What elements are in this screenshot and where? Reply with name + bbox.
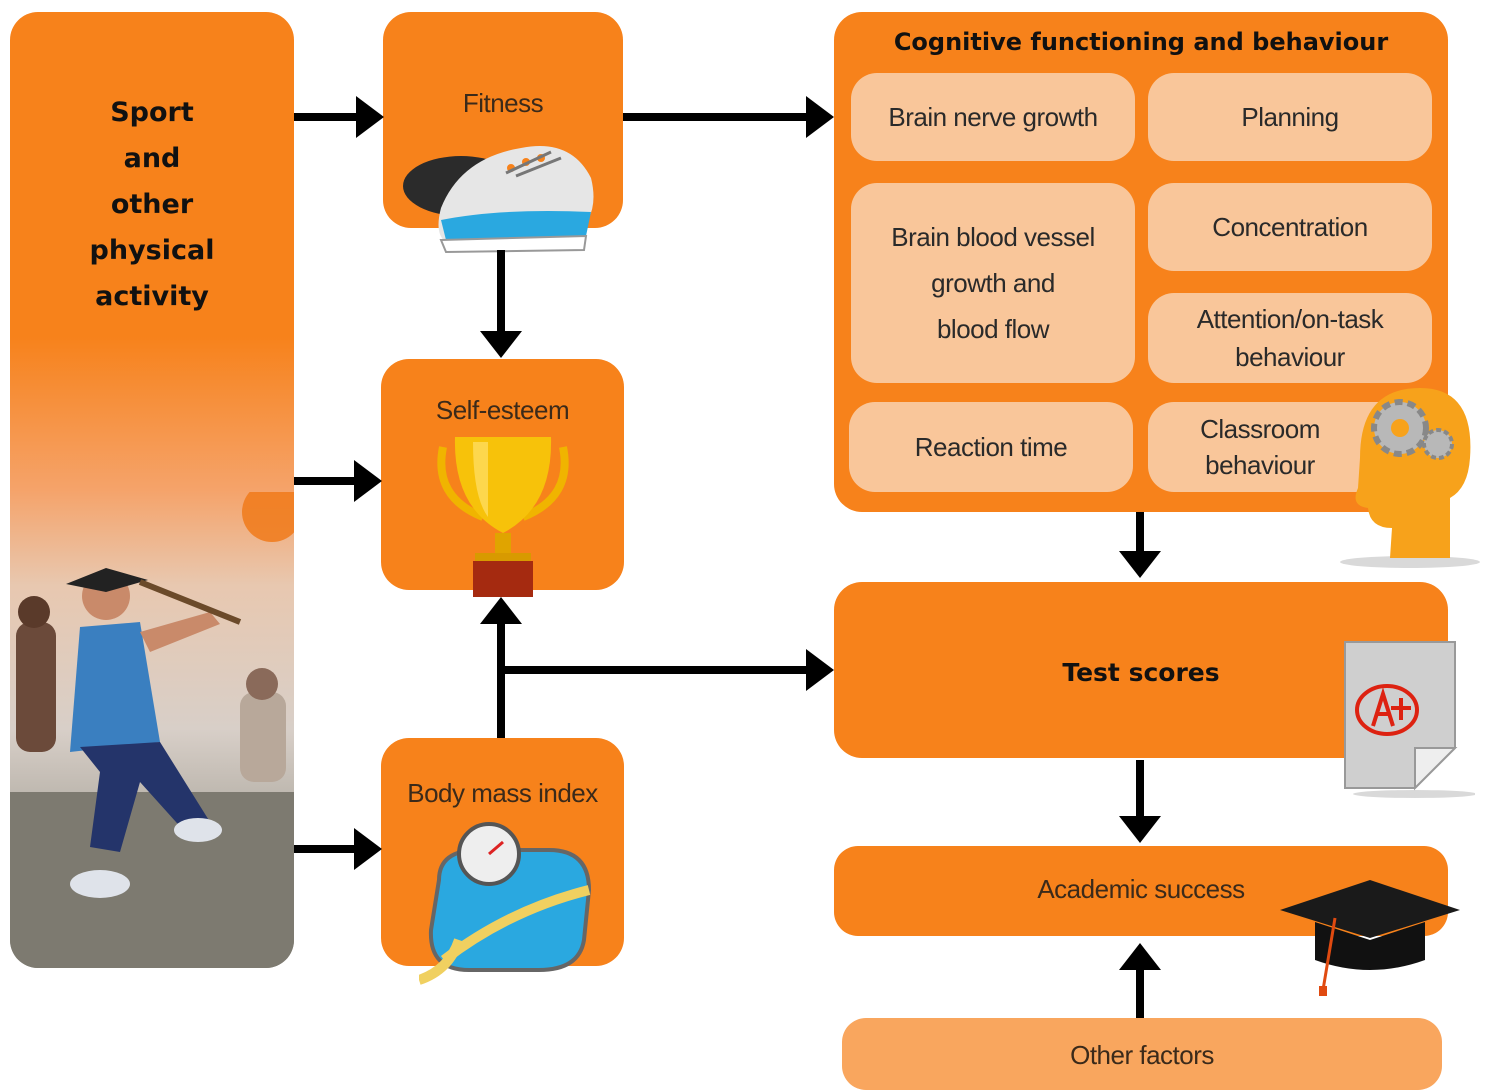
attention-line: Attention/on-task xyxy=(1196,304,1384,334)
fitness-label: Fitness xyxy=(462,88,544,118)
sport-activity-panel: Sport and other physical activity xyxy=(10,12,294,968)
arrowhead xyxy=(1119,551,1161,578)
other-factors-label: Other factors xyxy=(1070,1040,1214,1070)
title-line: other xyxy=(110,189,194,220)
self-esteem-box: Self-esteem xyxy=(381,359,624,597)
blood-vessel-line: blood flow xyxy=(936,314,1050,344)
arrowhead xyxy=(806,96,834,138)
arrowhead xyxy=(806,649,834,691)
fitness-box: Fitness xyxy=(383,12,623,254)
arrowhead xyxy=(354,460,382,502)
cognitive-title: Cognitive functioning and behaviour xyxy=(893,28,1389,56)
title-line: activity xyxy=(95,281,209,312)
brain-nerve-growth: Brain nerve growth xyxy=(851,73,1135,161)
arrowhead xyxy=(1119,943,1161,970)
reaction-time: Reaction time xyxy=(849,402,1133,492)
blood-vessel-line: growth and xyxy=(931,268,1055,298)
blood-vessel-line: Brain blood vessel xyxy=(891,222,1095,252)
bmi-label: Body mass index xyxy=(407,778,598,808)
test-scores-label: Test scores xyxy=(1062,658,1220,687)
arrowhead xyxy=(480,331,522,358)
self-esteem-label: Self-esteem xyxy=(435,395,570,425)
planning: Planning xyxy=(1148,73,1432,161)
left-panel-title: Sport and other physical activity xyxy=(10,90,294,320)
arrowhead xyxy=(1119,816,1161,843)
classroom-line: behaviour xyxy=(1205,450,1315,480)
other-factors-box: Other factors xyxy=(842,1018,1442,1090)
attention-on-task: Attention/on-task behaviour xyxy=(1148,293,1432,383)
arrowhead xyxy=(354,828,382,870)
concentration: Concentration xyxy=(1148,183,1432,271)
title-line: and xyxy=(123,143,181,174)
arrowhead xyxy=(356,96,384,138)
bmi-box: Body mass index xyxy=(381,738,624,985)
title-line: Sport xyxy=(110,97,194,128)
attention-line: behaviour xyxy=(1235,342,1345,372)
classroom-line: Classroom xyxy=(1200,414,1320,444)
academic-success-label: Academic success xyxy=(1037,874,1245,904)
brain-blood-vessel: Brain blood vessel growth and blood flow xyxy=(851,183,1135,383)
title-line: physical xyxy=(89,235,215,266)
photo-of-children-playing xyxy=(10,492,294,968)
